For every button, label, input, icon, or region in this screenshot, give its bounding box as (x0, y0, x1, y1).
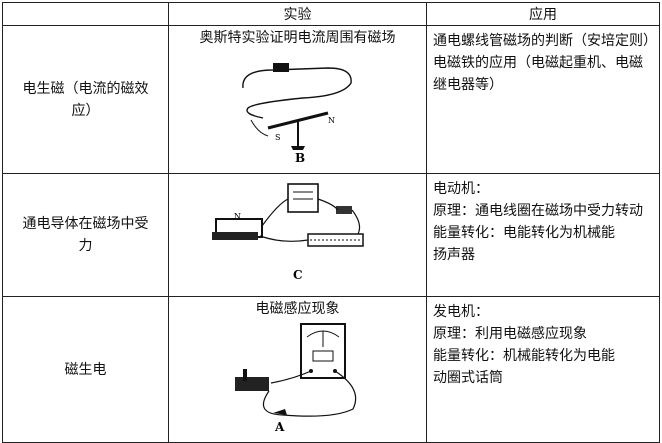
experiment-cell: 奥斯特实验证明电流周围有磁场 S N B (168, 25, 427, 174)
figure-letter: B (295, 151, 305, 163)
table-row: 通电导体在磁场中受力 N C (2, 173, 660, 297)
table-row: 电生磁（电流的磁效应） 奥斯特实验证明电流周围有磁场 S N B 通电螺线管磁场… (2, 25, 660, 174)
application-line: 能量转化：电能转化为机械能 (433, 225, 615, 241)
category-cell: 磁生电 (2, 296, 169, 443)
application-line: 原理：通电线圈在磁场中受力转动 (433, 203, 643, 219)
category-label: 通电导体在磁场中受力 (22, 216, 149, 254)
application-line: 原理：利用电磁感应现象 (433, 326, 587, 342)
header-category (2, 2, 169, 26)
category-cell: 通电导体在磁场中受力 (2, 173, 169, 297)
experiment-title: 奥斯特实验证明电流周围有磁场 (199, 30, 396, 46)
application-line: 发电机： (433, 304, 489, 320)
application-line: 通电螺线管磁场的判断（安培定则） (433, 33, 657, 49)
application-line: 扬声器 (433, 247, 475, 263)
label-n: N (234, 212, 241, 221)
application-line: 能量转化：机械能转化为电能 (433, 348, 615, 364)
application-line: 电磁铁的应用（电磁起重机、电磁继电器等） (433, 55, 643, 93)
application-cell: 通电螺线管磁场的判断（安培定则） 电磁铁的应用（电磁起重机、电磁继电器等） (426, 25, 660, 174)
induction-figure: A (234, 323, 356, 434)
category-label: 磁生电 (64, 361, 107, 378)
label-s: S (275, 133, 280, 142)
experiment-cell: N C (168, 173, 427, 297)
application-cell: 电动机： 原理：通电线圈在磁场中受力转动 能量转化：电能转化为机械能 扬声器 (426, 173, 660, 297)
header-application: 应用 (426, 2, 660, 26)
application-line: 电动机： (433, 181, 489, 197)
motor-principle-figure: N C (211, 183, 364, 282)
table-row: 磁生电 电磁感应现象 A (2, 296, 660, 443)
category-label: 电生磁（电流的磁效应） (22, 80, 149, 119)
experiment-cell: 电磁感应现象 A (168, 296, 427, 443)
category-cell: 电生磁（电流的磁效应） (2, 25, 169, 174)
header-experiment: 实验 (168, 2, 427, 26)
figure-letter: A (274, 420, 285, 434)
oersted-experiment-figure: S N B (241, 63, 352, 163)
header-row: 实验 应用 (2, 2, 660, 26)
application-cell: 发电机： 原理：利用电磁感应现象 能量转化：机械能转化为电能 动圈式话筒 (426, 296, 660, 443)
application-line: 动圈式话筒 (433, 370, 503, 386)
experiment-title: 电磁感应现象 (255, 301, 340, 317)
figure-letter: C (293, 268, 303, 282)
label-n: N (328, 116, 335, 125)
